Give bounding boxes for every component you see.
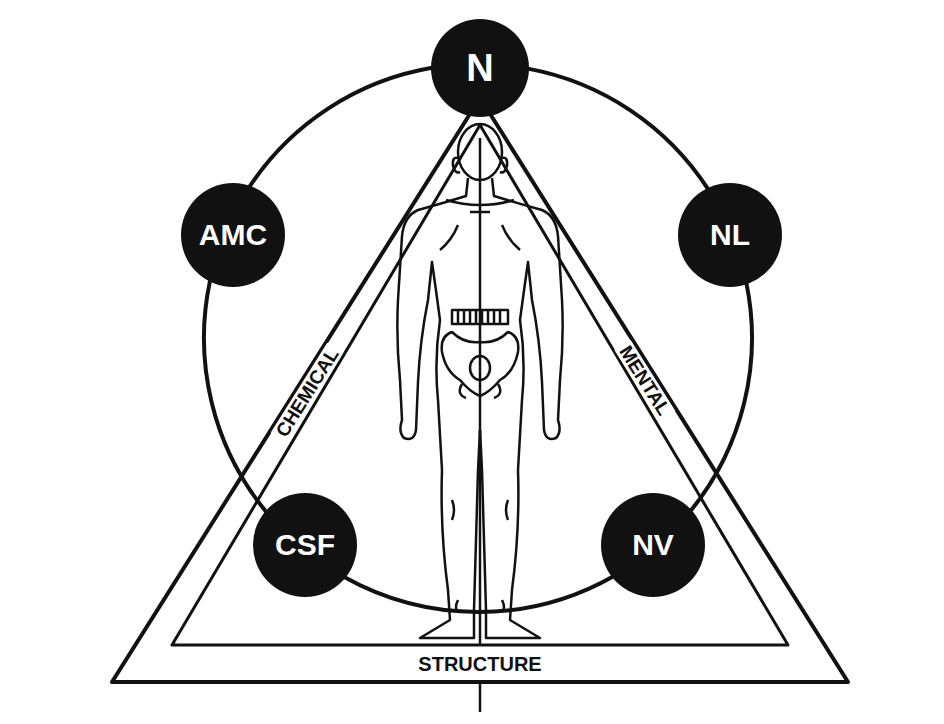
- side-label: MENTAL: [615, 340, 676, 421]
- circle-node: AMC: [181, 183, 285, 287]
- side-label: CHEMICAL: [271, 342, 344, 442]
- circle-node: CSF: [253, 493, 357, 597]
- axis-line: [470, 138, 490, 712]
- ring-arc: [344, 576, 613, 612]
- circle-node: NL: [678, 183, 782, 287]
- circle-node: NV: [601, 493, 705, 597]
- side-label: STRUCTURE: [415, 654, 544, 674]
- node-label: CSF: [275, 528, 335, 562]
- node-label: NL: [710, 218, 750, 252]
- ring-arc: [249, 68, 432, 187]
- ring-arc: [204, 280, 266, 512]
- circle-node: N: [431, 19, 529, 117]
- node-label: AMC: [199, 218, 267, 252]
- ring-arc: [528, 69, 708, 190]
- node-label: N: [466, 47, 493, 90]
- node-label: NV: [632, 528, 674, 562]
- ring-arc: [691, 283, 752, 511]
